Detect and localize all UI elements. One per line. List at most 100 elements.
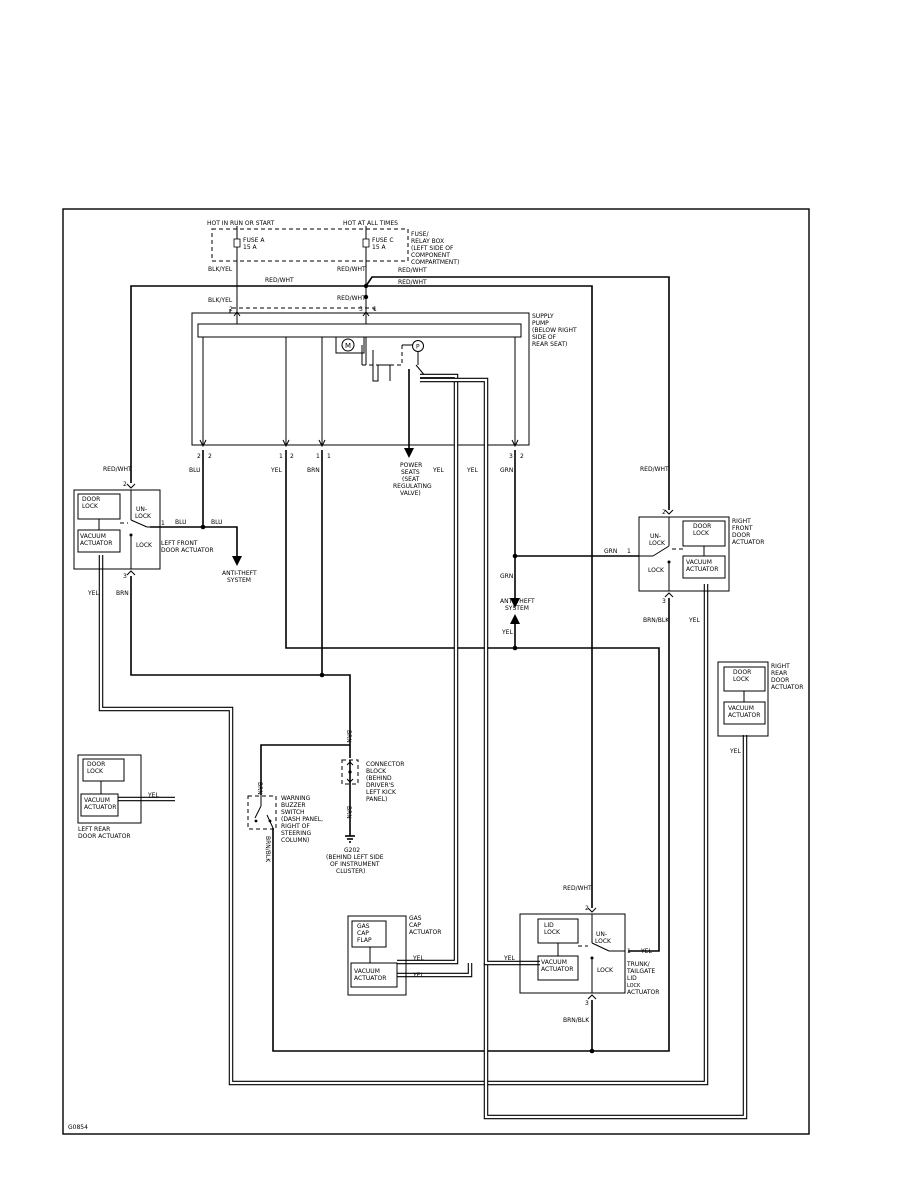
wire-label-yel-7: YEL: [688, 617, 700, 624]
vacuum-hoses: [98, 373, 748, 1120]
gas-cap-flap-label-2: CAP: [357, 930, 369, 937]
rf-actuator-label-3: DOOR: [732, 532, 750, 539]
trunk-vacuum-label-2: ACTUATOR: [541, 966, 573, 973]
gas-cap-actuator-label-2: CAP: [409, 922, 421, 929]
wire-label-blk-yel-2: BLK/YEL: [208, 297, 233, 304]
wire-label-blu-2: BLU: [175, 519, 187, 526]
figure-id-label: G0854: [68, 1124, 88, 1131]
wire-label-blk-yel-1: BLK/YEL: [208, 266, 233, 273]
lf-vacuum-actuator-label-2: ACTUATOR: [80, 540, 112, 547]
pin-1-label-brn-a: 1: [316, 453, 320, 460]
lf-unlock-label-1: UN-: [136, 506, 147, 513]
rr-actuator-label-2: REAR: [771, 670, 787, 677]
lr-actuator-label-2: DOOR ACTUATOR: [78, 833, 131, 840]
wire-label-brn-3: BRN: [345, 730, 352, 743]
trunk-actuator-label-4: LOCK: [627, 983, 641, 989]
fuse-box-label-2: RELAY BOX: [411, 238, 444, 245]
ground-label-2: (BEHIND LEFT SIDE: [326, 854, 384, 861]
gas-cap-actuator: [347, 915, 407, 996]
rr-door-lock-label-1: DOOR: [733, 669, 751, 676]
fuse-a-rating: 15 A: [243, 244, 258, 251]
power-seats-label-3: (SEAT: [402, 476, 420, 483]
lf-unlock-label-2: LOCK: [135, 513, 152, 520]
trunk-pin-1-label: 1: [627, 948, 631, 955]
power-seats-label-5: VALVE): [400, 490, 421, 497]
lf-pin-3-label: 3: [123, 573, 127, 580]
wire-label-yel-12: YEL: [503, 955, 515, 962]
pin-2-label-blu-b: 2: [208, 453, 212, 460]
wire-label-brn-2: BRN: [116, 590, 129, 597]
supply-pump-label-3: (BELOW RIGHT: [532, 327, 577, 334]
connector-block-label-2: BLOCK: [366, 768, 387, 775]
pin-2-label-grn-b: 2: [520, 453, 524, 460]
wire-label-yel-8: YEL: [729, 748, 741, 755]
lid-lock-label-1: LID: [544, 922, 554, 929]
diagram-frame: [62, 208, 810, 1135]
rr-actuator-label-1: RIGHT: [771, 663, 790, 670]
wire-label-yel-1: YEL: [270, 467, 282, 474]
pin-1-label-brn-b: 1: [327, 453, 331, 460]
lf-actuator-label-1: LEFT FRONT: [161, 540, 198, 547]
wire-label-brn-4: BRN: [345, 806, 352, 819]
warning-buzzer-label-7: COLUMN): [281, 837, 309, 844]
power-seats-label-2: SEATS: [401, 469, 420, 476]
trunk-pin-2-label: 2: [585, 905, 589, 912]
trunk-vacuum-label-1: VACUUM: [541, 959, 567, 966]
rf-pin-3-label: 3: [662, 598, 666, 605]
wire-label-red-wht-6: RED/WHT: [103, 466, 132, 473]
lf-door-lock-label-2: LOCK: [82, 503, 99, 510]
lr-actuator-label-1: LEFT REAR: [78, 826, 110, 833]
wire-label-red-wht-8: RED/WHT: [563, 885, 592, 892]
fuse-box-label-5: COMPARTMENT): [411, 259, 459, 266]
anti-theft-left-label-1: ANTI-THEFT: [222, 570, 257, 577]
wire-label-red-wht-4: RED/WHT: [398, 279, 427, 286]
supply-pump: M P: [191, 307, 530, 458]
connector-block-label-3: (BEHIND: [366, 775, 392, 782]
pin-1-label-pump-c: 1: [373, 306, 377, 313]
trunk-pin-3-label: 3: [585, 1000, 589, 1007]
pin-2-label-blu-a: 2: [197, 453, 201, 460]
lf-actuator-label-2: DOOR ACTUATOR: [161, 547, 214, 554]
fuse-relay-box: HOT IN RUN OR START HOT AT ALL TIMES FUS…: [207, 220, 459, 266]
power-seats-label-1: POWER: [400, 462, 422, 469]
warning-buzzer-label-6: STEERING: [281, 830, 311, 837]
wire-label-yel-11: YEL: [412, 972, 424, 979]
connector-block-label-5: LEFT KICK: [366, 789, 397, 796]
wire-label-yel-10: YEL: [412, 955, 424, 962]
trunk-actuator-label-3: LID: [627, 975, 637, 982]
supply-pump-label-1: SUPPLY: [532, 313, 554, 320]
fuse-a-label: FUSE A: [243, 237, 265, 244]
wire-label-yel-9: YEL: [147, 792, 159, 799]
connector-block-label-1: CONNECTOR: [366, 761, 404, 768]
gas-cap-vacuum-label-1: VACUUM: [354, 968, 380, 975]
rf-pin-1-label: 1: [627, 548, 631, 555]
lf-lock-label: LOCK: [136, 542, 153, 549]
connector-block-label-4: DRIVER'S: [366, 782, 394, 789]
wire-label-brn-blk-3: BRN/BLK: [264, 836, 271, 863]
fuse-box-label-1: FUSE/: [411, 231, 429, 238]
fuse-box-label-3: (LEFT SIDE OF: [411, 245, 454, 252]
supply-pump-label-4: SIDE OF: [532, 334, 557, 341]
hot-all-times-label: HOT AT ALL TIMES: [343, 220, 398, 227]
rf-vacuum-actuator-label-1: VACUUM: [686, 559, 712, 566]
connector-block: [341, 759, 359, 843]
pin-3-label-pump-c: 3: [359, 306, 363, 313]
rf-vacuum-actuator-label-2: ACTUATOR: [686, 566, 718, 573]
wire-label-yel-3: YEL: [466, 467, 478, 474]
wire-label-yel-5: YEL: [640, 948, 652, 955]
rf-actuator-label-4: ACTUATOR: [732, 539, 764, 546]
wire-label-grn-2: GRN: [604, 548, 617, 555]
lid-lock-label-2: LOCK: [544, 929, 561, 936]
wire-label-blu-3: BLU: [211, 519, 223, 526]
motor-symbol: M: [345, 342, 351, 350]
rf-door-lock-label-1: DOOR: [693, 523, 711, 530]
rf-unlock-label-2: LOCK: [649, 540, 666, 547]
warning-buzzer-label-5: RIGHT OF: [281, 823, 310, 830]
rr-actuator-label-3: DOOR: [771, 677, 789, 684]
gas-cap-vacuum-label-2: ACTUATOR: [354, 975, 386, 982]
rf-actuator-label-1: RIGHT: [732, 518, 751, 525]
lr-door-lock-label-1: DOOR: [87, 761, 105, 768]
trunk-actuator-label-1: TRUNK/: [626, 961, 651, 968]
wire-label-yel-4: YEL: [501, 629, 513, 636]
